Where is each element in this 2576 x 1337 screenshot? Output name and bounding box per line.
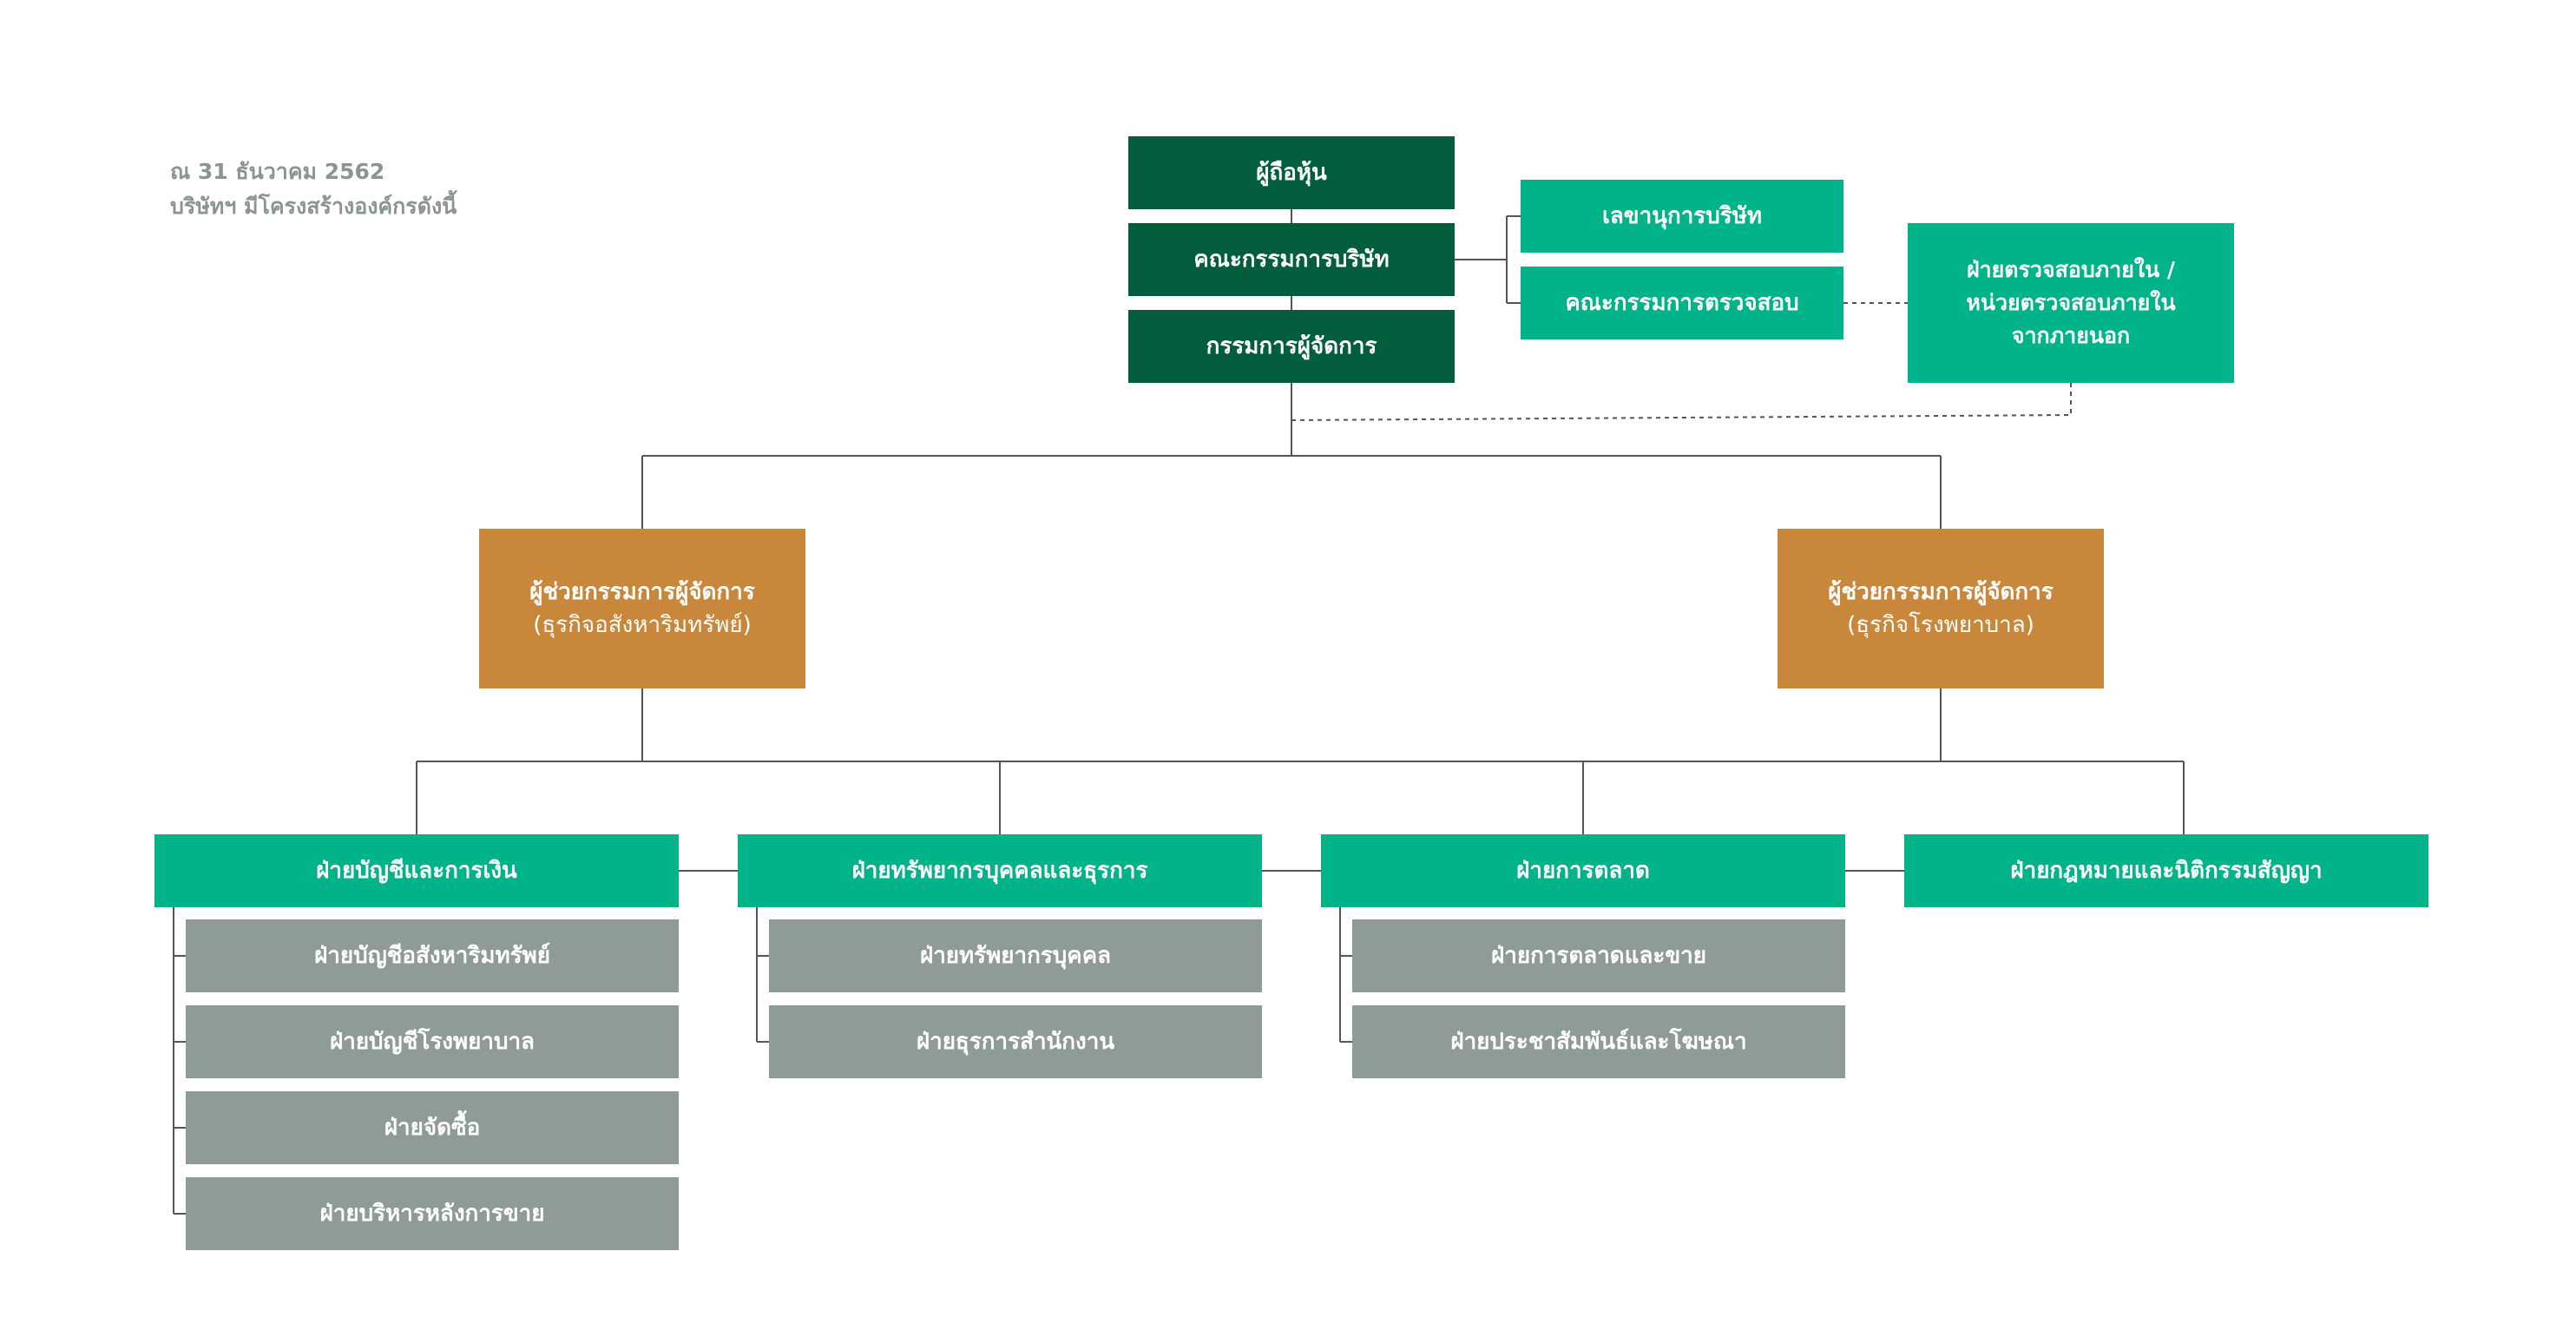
sub-unit-box: ฝ่ายประชาสัมพันธ์และโฆษณา: [1352, 1005, 1845, 1078]
sub-unit-box: ฝ่ายทรัพยากรบุคคล: [769, 919, 1262, 992]
sub-unit-box: ฝ่ายธุรการสำนักงาน: [769, 1005, 1262, 1078]
sub-unit-box: ฝ่ายบริหารหลังการขาย: [186, 1177, 679, 1250]
department-label: ฝ่ายทรัพยากรบุคคลและธุรการ: [851, 858, 1148, 884]
internal-audit-box: ฝ่ายตรวจสอบภายใน / หน่วยตรวจสอบภายใน จาก…: [1908, 223, 2234, 383]
sub-unit-label: ฝ่ายบริหารหลังการขาย: [319, 1201, 545, 1227]
department-hr-admin-box: ฝ่ายทรัพยากรบุคคลและธุรการ: [738, 834, 1262, 907]
internal-audit-line-2: หน่วยตรวจสอบภายใน: [1966, 290, 2176, 315]
shareholders-box: ผู้ถือหุ้น: [1128, 136, 1455, 209]
sub-unit-label: ฝ่ายประชาสัมพันธ์และโฆษณา: [1450, 1029, 1747, 1055]
sub-unit-label: ฝ่ายจัดซื้อ: [384, 1115, 481, 1141]
secretary-label: เลขานุการบริษัท: [1601, 203, 1763, 229]
department-label: ฝ่ายบัญชีและการเงิน: [316, 858, 517, 884]
as-of-date: ณ 31 ธันวาคม 2562: [170, 159, 385, 184]
sub-unit-label: ฝ่ายทรัพยากรบุคคล: [919, 943, 1112, 969]
assistant-title: ผู้ช่วยกรรมการผู้จัดการ: [529, 579, 755, 605]
sub-unit-label: ฝ่ายธุรการสำนักงาน: [916, 1029, 1115, 1055]
assistant-md-hospital-box: ผู้ช่วยกรรมการผู้จัดการ (ธุรกิจโรงพยาบาล…: [1778, 529, 2104, 688]
shareholders-label: ผู้ถือหุ้น: [1256, 160, 1327, 186]
board-box: คณะกรรมการบริษัท: [1128, 223, 1455, 296]
managing-director-box: กรรมการผู้จัดการ: [1128, 310, 1455, 383]
sub-unit-box: ฝ่ายบัญชีโรงพยาบาล: [186, 1005, 679, 1078]
assistant-subtitle: (ธุรกิจโรงพยาบาล): [1847, 612, 2034, 638]
sub-unit-box: ฝ่ายจัดซื้อ: [186, 1091, 679, 1164]
internal-audit-line-1: ฝ่ายตรวจสอบภายใน /: [1966, 257, 2176, 282]
internal-audit-line-3: จากภายนอก: [2011, 323, 2131, 348]
date-note: ณ 31 ธันวาคม 2562 บริษัทฯ มีโครงสร้างองค…: [170, 155, 457, 224]
audit-committee-label: คณะกรรมการตรวจสอบ: [1565, 290, 1799, 316]
assistant-subtitle: (ธุรกิจอสังหาริมทรัพย์): [533, 612, 752, 638]
sub-unit-box: ฝ่ายการตลาดและขาย: [1352, 919, 1845, 992]
assistant-title: ผู้ช่วยกรรมการผู้จัดการ: [1828, 579, 2054, 605]
assistant-md-real-estate-box: ผู้ช่วยกรรมการผู้จัดการ (ธุรกิจอสังหาริม…: [479, 529, 805, 688]
structure-caption: บริษัทฯ มีโครงสร้างองค์กรดังนี้: [170, 194, 457, 219]
department-accounting-finance-box: ฝ่ายบัญชีและการเงิน: [154, 834, 679, 907]
sub-unit-label: ฝ่ายบัญชีโรงพยาบาล: [329, 1029, 535, 1055]
managing-director-label: กรรมการผู้จัดการ: [1206, 333, 1377, 359]
department-marketing-box: ฝ่ายการตลาด: [1321, 834, 1845, 907]
sub-unit-label: ฝ่ายบัญชีอสังหาริมทรัพย์: [314, 943, 550, 969]
secretary-box: เลขานุการบริษัท: [1521, 180, 1843, 253]
audit-committee-box: คณะกรรมการตรวจสอบ: [1521, 267, 1843, 339]
department-label: ฝ่ายการตลาด: [1516, 858, 1650, 884]
department-legal-box: ฝ่ายกฎหมายและนิติกรรมสัญญา: [1904, 834, 2428, 907]
department-label: ฝ่ายกฎหมายและนิติกรรมสัญญา: [2010, 858, 2323, 884]
sub-unit-label: ฝ่ายการตลาดและขาย: [1491, 943, 1706, 969]
board-label: คณะกรรมการบริษัท: [1193, 247, 1390, 273]
sub-unit-box: ฝ่ายบัญชีอสังหาริมทรัพย์: [186, 919, 679, 992]
